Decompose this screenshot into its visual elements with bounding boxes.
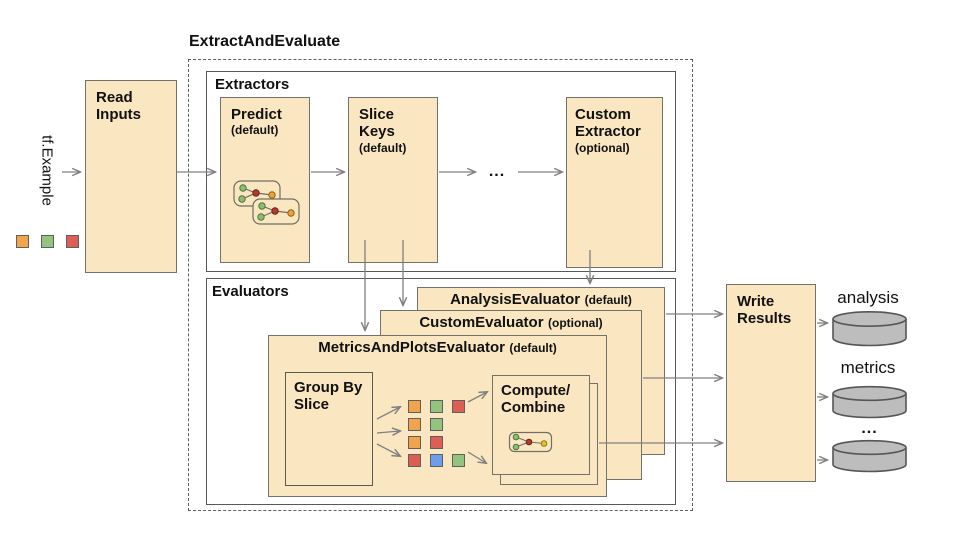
orange-square: [16, 235, 29, 248]
group-by-slice-box: Group By Slice: [285, 372, 373, 486]
sliced-examples-grid: [408, 400, 465, 472]
metrics-plots-evaluator-label: MetricsAndPlotsEvaluator: [318, 339, 505, 356]
custom-evaluator-qualifier: (optional): [548, 316, 603, 330]
compute-combine-label-line2: Combine: [501, 399, 566, 417]
orange-square: [408, 418, 421, 431]
analysis-evaluator-qualifier: (default): [584, 293, 632, 307]
green-square: [430, 418, 443, 431]
red-square: [452, 400, 465, 413]
extractors-ellipsis: ...: [488, 163, 506, 180]
predict-qualifier: (default): [231, 123, 279, 138]
predict-label: Predict: [231, 106, 282, 123]
green-square: [430, 400, 443, 413]
orange-square: [408, 400, 421, 413]
red-square: [66, 235, 79, 248]
analysis-output-label: analysis: [837, 288, 899, 307]
analysis-evaluator-label: AnalysisEvaluator: [450, 291, 581, 308]
square-row: [408, 436, 465, 449]
write-results-box: Write Results: [726, 284, 816, 482]
green-square: [452, 454, 465, 467]
outputs-ellipsis: ...: [861, 420, 878, 437]
evaluators-container: [206, 278, 676, 505]
metrics-output-label: metrics: [840, 358, 896, 377]
slice-keys-extractor-box: Slice Keys (default): [348, 97, 438, 263]
analysis-database-icon: [832, 311, 907, 347]
tf-example-label: tf.Example: [38, 135, 56, 206]
pipeline-title: ExtractAndEvaluate: [189, 33, 341, 50]
orange-square: [408, 436, 421, 449]
write-results-label: Write Results: [737, 293, 792, 328]
compute-model-graph-icon: [508, 431, 553, 453]
evaluators-label: Evaluators: [212, 283, 289, 300]
custom-extractor-qualifier: (optional): [575, 140, 630, 155]
square-row: [408, 400, 465, 413]
custom-extractor-box: Custom Extractor (optional): [566, 97, 663, 268]
predict-model-graph-icon: [233, 180, 300, 225]
read-inputs-box: Read Inputs: [85, 80, 177, 273]
slice-keys-label: Slice Keys: [359, 106, 395, 141]
red-square: [408, 454, 421, 467]
custom-extractor-label: Custom Extractor: [575, 106, 641, 141]
other-output-database-icon: [832, 439, 907, 473]
square-row: [408, 418, 465, 431]
blue-square: [430, 454, 443, 467]
metrics-database-icon: [832, 385, 907, 419]
extractors-label: Extractors: [215, 76, 290, 93]
predict-extractor-box: Predict (default): [220, 97, 310, 263]
compute-combine-label-line1: Compute/: [501, 382, 571, 399]
metrics-plots-evaluator-qualifier: (default): [509, 341, 557, 355]
compute-combine-box: Compute/ Combine: [492, 375, 590, 475]
slice-keys-qualifier: (default): [359, 140, 407, 155]
green-square: [41, 235, 54, 248]
red-square: [430, 436, 443, 449]
extract-and-evaluate-container: [188, 59, 693, 511]
group-by-slice-label: Group By Slice: [294, 379, 363, 414]
custom-evaluator-label: CustomEvaluator: [419, 314, 544, 331]
square-row: [408, 454, 465, 467]
read-inputs-label: Read Inputs: [96, 89, 141, 124]
